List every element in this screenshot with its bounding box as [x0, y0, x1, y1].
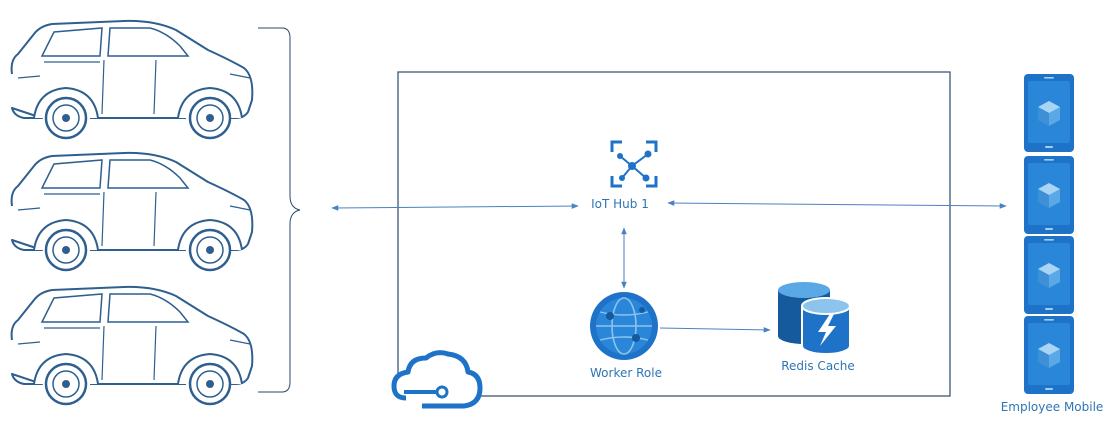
azure-boundary-box [397, 71, 951, 397]
mobile-device-icon-2 [1024, 156, 1074, 234]
iothub-to-mobile-connector [667, 200, 1007, 209]
iot-hub-icon [610, 140, 658, 188]
worker-to-redis-connector [659, 327, 771, 333]
iot-hub-label: IoT Hub 1 [591, 197, 649, 211]
car-icon-2 [10, 151, 254, 272]
vehicle-group-brace [258, 27, 301, 393]
worker-role-globe-icon [590, 292, 658, 360]
worker-role-label: Worker Role [590, 366, 662, 380]
azure-cloud-icon [391, 350, 483, 409]
car-icon-1 [10, 19, 254, 140]
mobile-device-icon-4 [1024, 316, 1074, 394]
redis-cache-icon [778, 282, 851, 355]
car-icon-3 [10, 285, 254, 406]
mobile-device-icon-1 [1024, 74, 1074, 152]
mobile-device-icon-3 [1024, 236, 1074, 314]
vehicles-to-iothub-connector [331, 203, 579, 211]
employee-mobile-label: Employee Mobile [1000, 400, 1104, 414]
redis-cache-label: Redis Cache [781, 359, 855, 373]
